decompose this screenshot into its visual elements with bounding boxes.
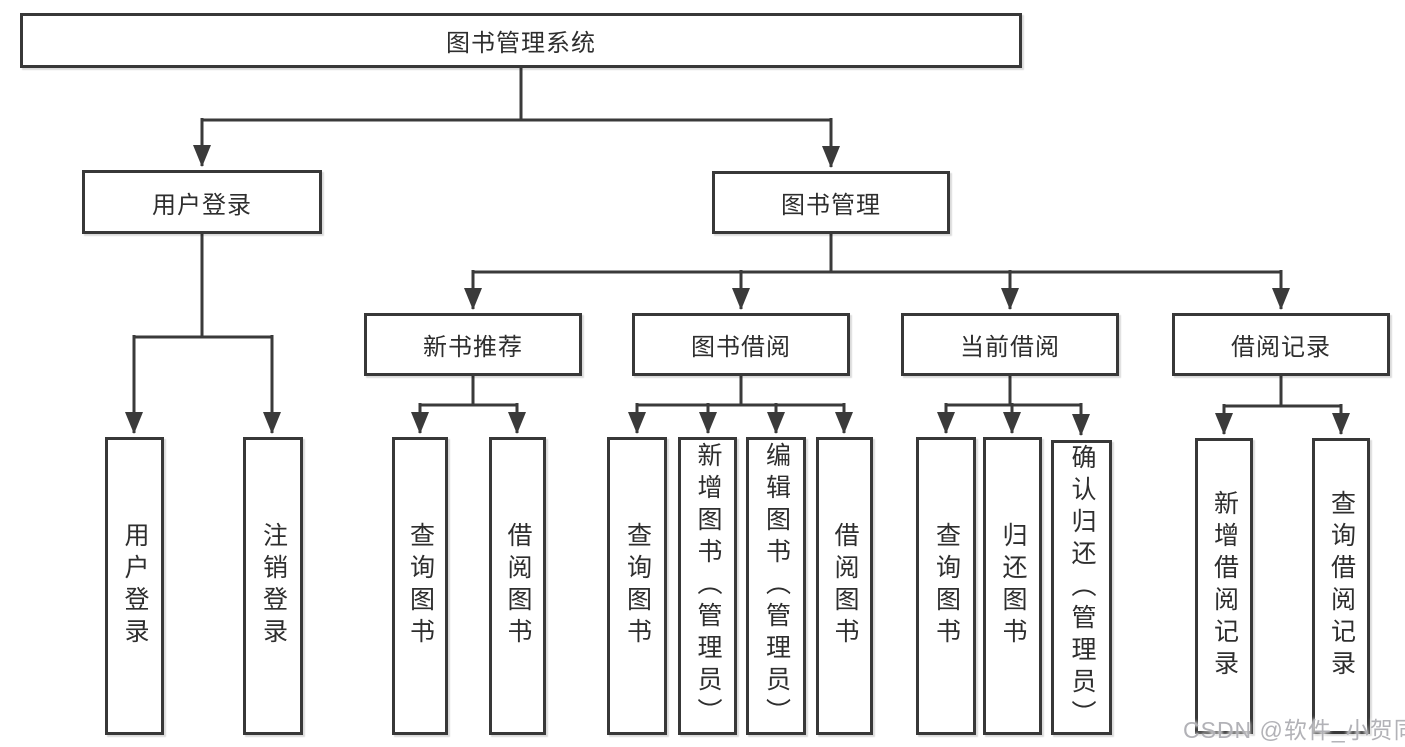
node-label: 图书管理	[781, 192, 881, 219]
node-label: 查询图书	[932, 522, 961, 650]
watermark: CSDN @软件_小贺同学	[1183, 717, 1405, 743]
leaf-query-borrow-record: 查询借阅记录	[1312, 438, 1370, 734]
node-label: 借阅记录	[1231, 334, 1331, 361]
leaf-query-books-current: 查询图书	[916, 437, 976, 735]
node-book-borrow: 图书借阅	[632, 313, 850, 376]
node-label: 图书借阅	[691, 334, 791, 361]
leaf-borrow-books-recommend: 借阅图书	[489, 437, 546, 735]
node-system-root: 图书管理系统	[20, 13, 1022, 68]
leaf-query-books-recommend: 查询图书	[392, 437, 448, 735]
node-label: 查询借阅记录	[1327, 490, 1356, 682]
leaf-edit-book-admin: 编辑图书（管理员）	[746, 437, 806, 735]
leaf-borrow-books: 借阅图书	[816, 437, 873, 735]
node-label: 用户登录	[152, 191, 252, 219]
node-label: 借阅图书	[831, 522, 859, 650]
node-current-borrow: 当前借阅	[901, 313, 1119, 376]
node-label: 新书推荐	[423, 334, 523, 361]
node-borrow-records: 借阅记录	[1172, 313, 1390, 376]
leaf-add-borrow-record: 新增借阅记录	[1195, 438, 1253, 734]
leaf-query-books-borrow: 查询图书	[607, 437, 667, 735]
node-label: 注销登录	[259, 522, 288, 650]
node-label: 查询图书	[623, 522, 652, 650]
node-label: 图书管理系统	[446, 30, 596, 57]
node-label: 用户登录	[121, 522, 149, 650]
node-new-book-recommend: 新书推荐	[364, 313, 582, 376]
node-label: 编辑图书（管理员）	[762, 442, 791, 730]
leaf-return-book: 归还图书	[983, 437, 1042, 735]
node-label: 确认归还（管理员）	[1068, 443, 1096, 732]
leaf-user-login: 用户登录	[105, 437, 164, 735]
node-user-login: 用户登录	[82, 170, 322, 234]
node-label: 借阅图书	[504, 522, 532, 650]
node-label: 归还图书	[999, 522, 1027, 650]
leaf-logout: 注销登录	[243, 437, 303, 735]
node-label: 新增图书（管理员）	[694, 442, 722, 730]
node-label: 新增借阅记录	[1210, 490, 1239, 682]
node-label: 查询图书	[406, 522, 435, 650]
leaf-confirm-return-admin: 确认归还（管理员）	[1051, 440, 1112, 735]
leaf-add-book-admin: 新增图书（管理员）	[678, 437, 737, 735]
node-book-management: 图书管理	[712, 171, 950, 234]
node-label: 当前借阅	[960, 334, 1060, 361]
